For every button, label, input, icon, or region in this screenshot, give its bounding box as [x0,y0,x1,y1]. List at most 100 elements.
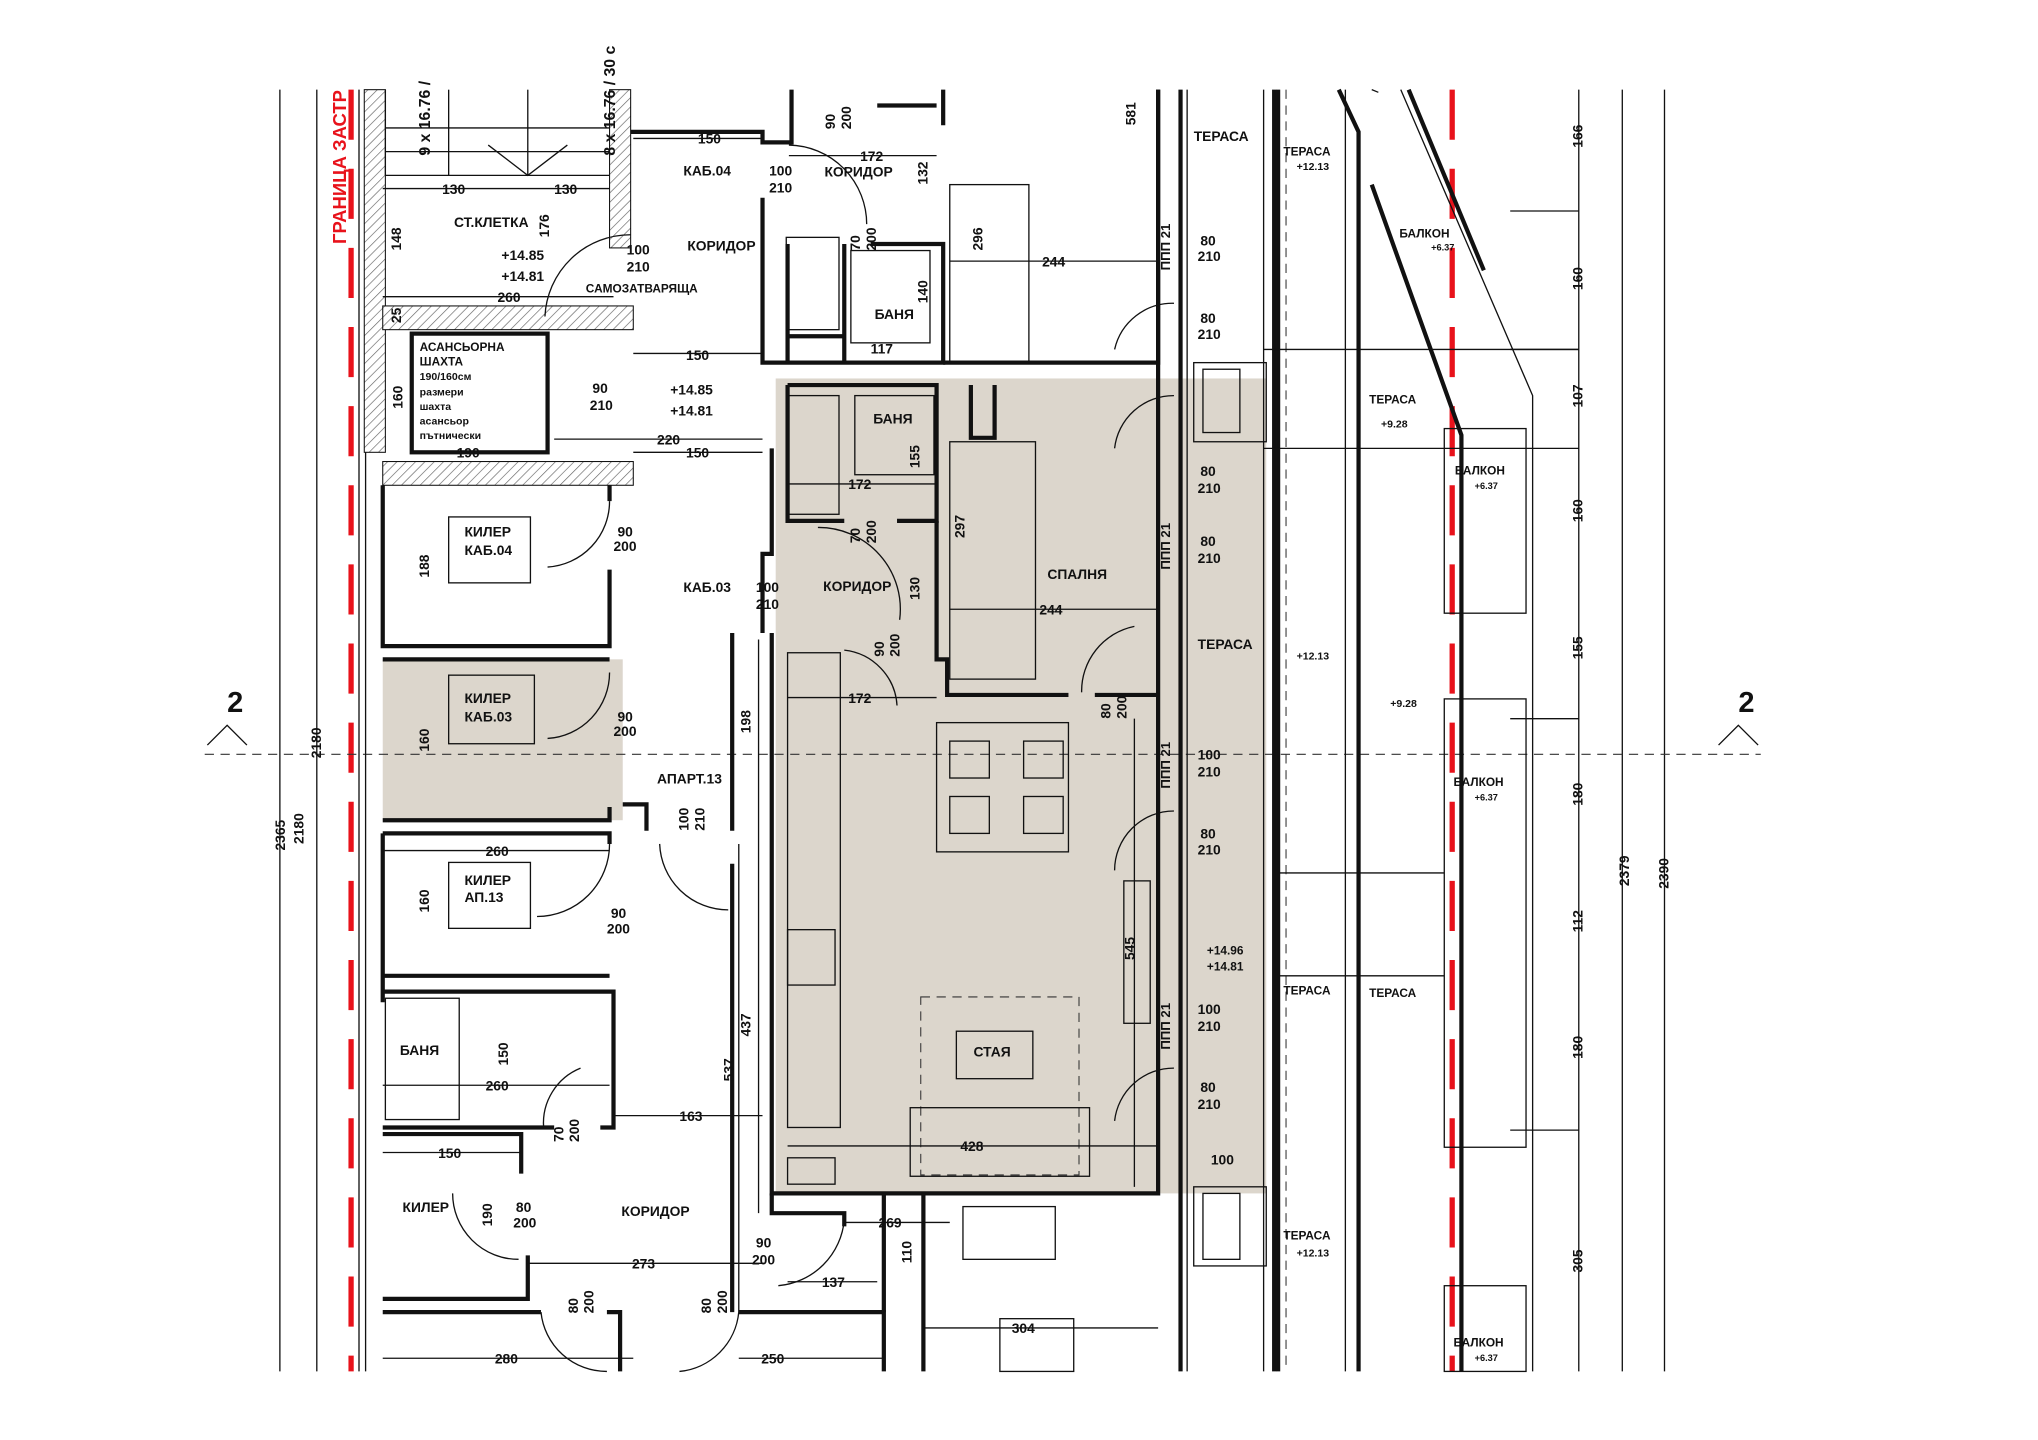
dimension-label: 155 [906,445,922,468]
level-mark-label: +14.81 [501,268,544,284]
room-label: КОРИДОР [621,1203,689,1219]
door-size-label: 200 [614,723,637,739]
level-mark-label: +6.37 [1475,792,1498,802]
dimension-label: 2180 [308,727,324,758]
window-label: 210 [1198,764,1221,780]
door-size-label: 200 [887,633,903,656]
window-label: 80 [1200,826,1216,842]
room-label: 9 x 16.76 / [417,80,434,155]
door-size-label: 210 [627,259,650,275]
level-mark-label: +14.81 [670,402,713,418]
level-mark-label: +6.37 [1431,243,1454,253]
room-label: СТАЯ [974,1043,1011,1059]
dimension-label: 160 [390,385,406,408]
room-label: ТЕРАСА [1369,393,1417,407]
level-mark-label: +14.81 [1207,960,1244,974]
dimension-label: 140 [914,280,930,303]
dimension-label: 2379 [1616,855,1632,886]
apartment-13-area [382,378,1267,1194]
room-label: шахта [420,401,452,413]
room-label: БАНЯ [875,306,914,322]
room-label: КАБ.04 [464,542,512,558]
room-label: ТЕРАСА [1283,983,1331,997]
dimension-label: 581 [1123,102,1139,125]
boundary-label: ГРАНИЦА ЗАСТР [329,90,350,244]
reference-lines [204,89,1761,1372]
door-swings [451,144,1174,1373]
room-label: размери [420,387,464,399]
door-size-label: 90 [871,641,887,657]
section-number-label: 2 [227,687,243,719]
room-label: КАБ.03 [683,579,731,595]
dimension-label: 260 [486,843,509,859]
room-label: КИЛЕР [403,1199,450,1215]
door-size-label: 210 [590,397,613,413]
window-label: 80 [1200,463,1216,479]
dimension-label: 244 [1042,253,1065,269]
door-size-label: 80 [516,1199,532,1215]
level-mark-label: +14.96 [1207,944,1244,958]
room-label: КИЛЕР [464,872,511,888]
room-label: АП.13 [464,889,503,905]
window-label: ППП 21 [1158,742,1173,789]
dimension-label: 137 [822,1274,845,1290]
room-label: ТЕРАСА [1369,986,1417,1000]
dimension-label: 220 [657,431,680,447]
dimension-label: 244 [1039,602,1062,618]
dimension-label: 260 [486,1078,509,1094]
dimension-label: 269 [879,1215,902,1231]
dimension-label: 130 [554,181,577,197]
dimension-label: 155 [1570,636,1586,659]
door-size-label: 70 [847,528,863,544]
dimension-label: 2390 [1655,858,1671,889]
room-label: БАЛКОН [1399,226,1449,240]
room-label: КАБ.03 [464,708,512,724]
door-size-label: 200 [607,921,630,937]
dimension-label: 160 [1570,499,1586,522]
dimension-label: 110 [899,1241,915,1264]
door-size-label: 200 [752,1252,775,1268]
dimension-label: 297 [951,515,967,538]
room-label: БАЛКОН [1454,1335,1504,1349]
room-label: КИЛЕР [464,524,511,540]
room-label: БАЛКОН [1455,464,1505,478]
window-label: 210 [1198,248,1221,264]
section-marker-left [206,724,248,746]
dimension-label: 150 [495,1042,511,1065]
door-size-label: 90 [611,905,627,921]
door-size-label: 200 [513,1215,536,1231]
dimension-label: 112 [1570,910,1586,933]
door-size-label: 100 [627,242,650,258]
window-label: 80 [1200,533,1216,549]
room-label: САМОЗАТВАРЯЩА [586,282,698,296]
room-label: СТ.КЛЕТКА [454,214,529,230]
door-size-label: 200 [863,227,879,250]
door-size-label: 210 [756,596,779,612]
dimension-label: 150 [686,347,709,363]
dimension-label: 150 [438,1145,461,1161]
window-label: 80 [1200,232,1216,248]
door-size-label: 90 [617,708,633,724]
room-label: АСАНСЬОРНА [420,340,505,354]
room-label: 8 x 16.76 / 30 с [602,45,619,155]
dimension-label: 250 [761,1351,784,1367]
door-size-label: 70 [847,235,863,251]
room-label: асансьор [420,416,469,428]
dimension-label: 160 [416,889,432,912]
dimension-label: 100 [1211,1151,1234,1167]
door-size-label: 200 [581,1290,597,1313]
door-size-label: 100 [756,579,779,595]
dimension-label: 172 [848,690,871,706]
dimension-label: 537 [721,1058,737,1081]
room-label: ТЕРАСА [1198,636,1253,652]
dimension-label: 296 [970,227,986,250]
room-label: КАБ.04 [683,162,731,178]
dimension-label: 132 [914,161,930,184]
dimension-lines [382,137,1579,1359]
dimension-label: 545 [1121,937,1137,960]
level-mark-label: +9.28 [1381,418,1408,430]
room-label: ТЕРАСА [1194,128,1249,144]
level-mark-label: +6.37 [1475,1353,1498,1363]
